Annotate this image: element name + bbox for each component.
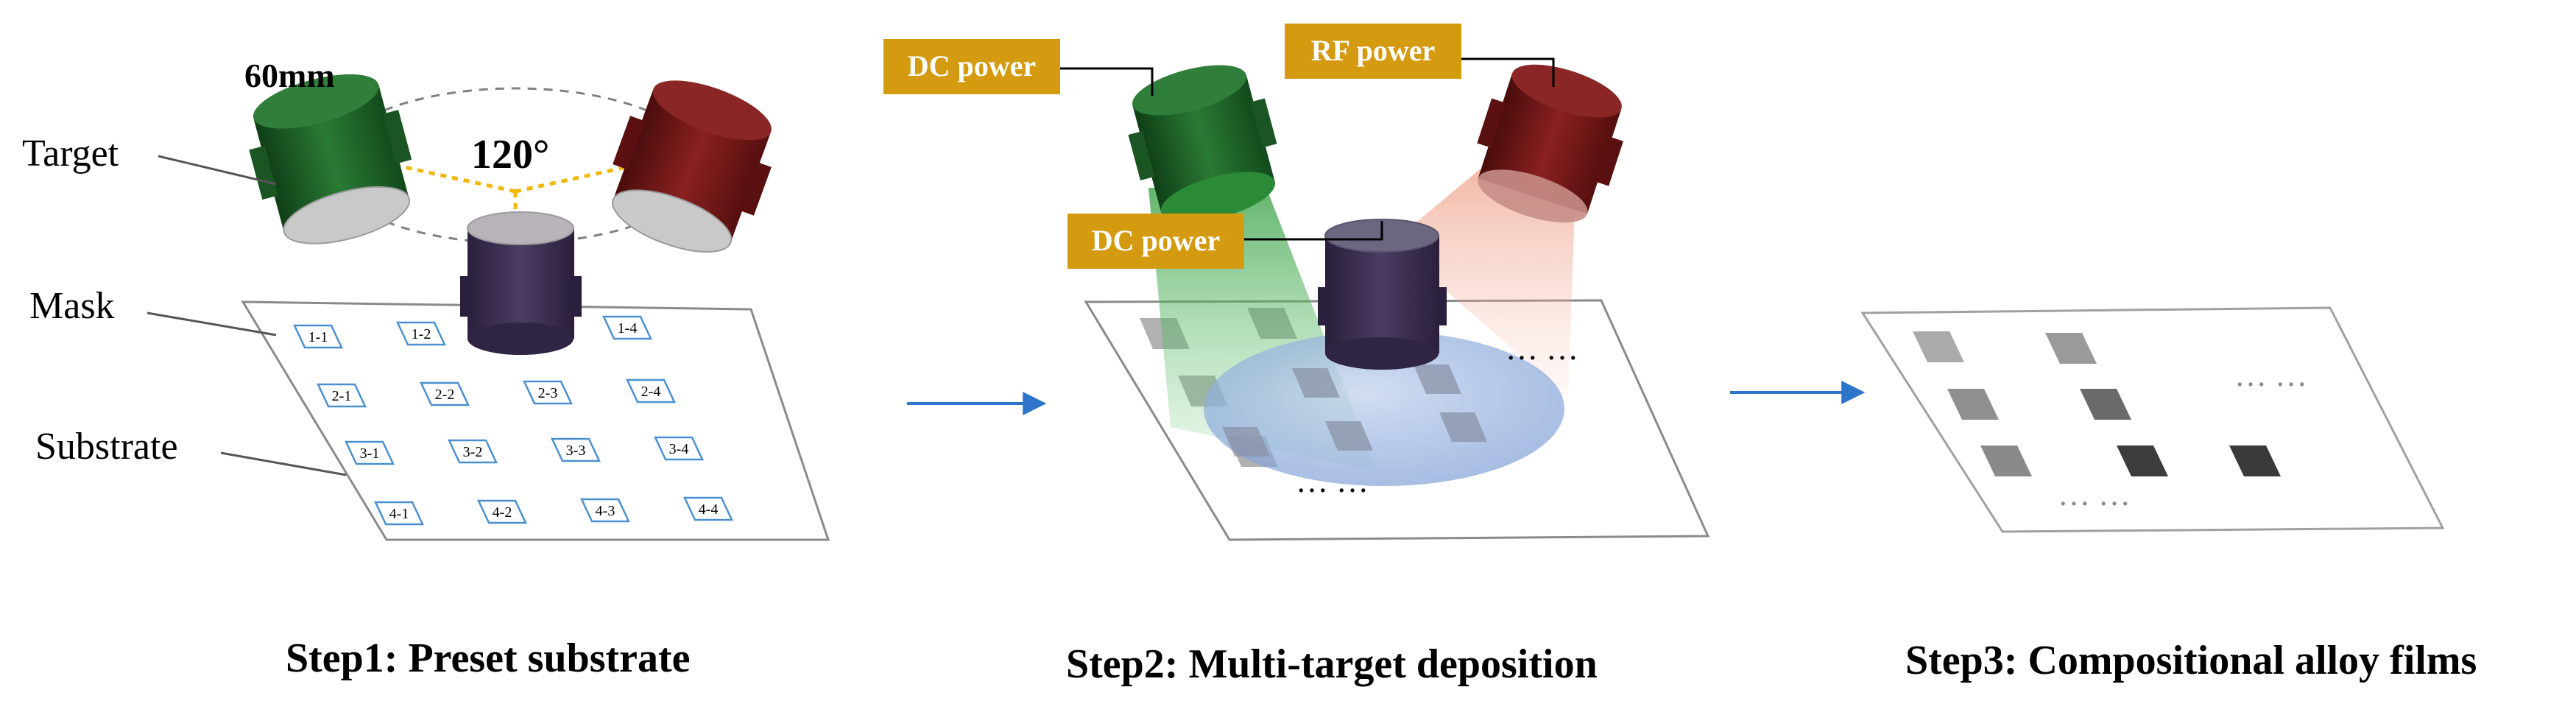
mask-cell-1-1 bbox=[293, 324, 343, 349]
step3-caption: Step3: Compositional alloy films bbox=[1905, 638, 2477, 683]
target-label: Target bbox=[22, 133, 119, 175]
mask-cell-2-3 bbox=[523, 380, 573, 405]
mask-cell-label-4-4: 4-4 bbox=[699, 501, 719, 518]
mask-cell-3-1 bbox=[345, 440, 395, 465]
substrate-leader bbox=[220, 451, 347, 476]
step3-ellipsis-right: … … bbox=[2234, 357, 2307, 393]
mask-cell-label-2-1: 2-1 bbox=[332, 388, 352, 404]
mask-cell-label-3-1: 3-1 bbox=[360, 445, 380, 462]
mask-cell-2-2 bbox=[420, 381, 470, 406]
substrate-label: Substrate bbox=[35, 426, 178, 468]
angle-label: 120° bbox=[471, 132, 549, 177]
mask-cell-label-4-3: 4-3 bbox=[596, 503, 615, 519]
mask-cell-4-3 bbox=[580, 498, 630, 523]
mask-cell-label-3-3: 3-3 bbox=[566, 443, 586, 459]
mask-cell-label-1-1: 1-1 bbox=[308, 329, 328, 345]
mask-cell-4-1 bbox=[374, 501, 424, 526]
step2-panel: DC power RF power DC power … … … … Step2… bbox=[883, 24, 1710, 687]
mask-cell-3-2 bbox=[448, 439, 498, 464]
mask-cell-label-4-2: 4-2 bbox=[493, 504, 512, 521]
mask-cell-label-1-4: 1-4 bbox=[618, 320, 638, 337]
step2-caption: Step2: Multi-target deposition bbox=[1066, 641, 1598, 687]
red-target bbox=[612, 80, 772, 253]
step1-caption: Step1: Preset substrate bbox=[286, 635, 691, 681]
mask-cell-label-1-2: 1-2 bbox=[412, 326, 431, 342]
mask-cell-label-2-2: 2-2 bbox=[435, 387, 455, 403]
step2-ellipsis-right: … … bbox=[1506, 331, 1578, 367]
mask-cell-2-1 bbox=[317, 383, 367, 408]
step3-films bbox=[1913, 331, 2281, 476]
dc-power-center-label: DC power bbox=[1092, 224, 1220, 257]
mask-cell-3-3 bbox=[551, 437, 601, 462]
mask-cell-label-2-3: 2-3 bbox=[538, 385, 558, 401]
mask-leader bbox=[147, 311, 277, 337]
mask-label: Mask bbox=[29, 285, 115, 327]
step2-red-target bbox=[1477, 64, 1623, 223]
dc-power-top-label: DC power bbox=[908, 49, 1036, 82]
dc-power-center-wire bbox=[1244, 221, 1383, 241]
mask-cell-4-2 bbox=[477, 499, 527, 524]
step2-squares-in-zone bbox=[1222, 364, 1487, 457]
mask-cell-label-3-4: 3-4 bbox=[669, 441, 689, 457]
mask-cell-label-2-4: 2-4 bbox=[641, 384, 661, 400]
mask-cell-3-4 bbox=[654, 436, 704, 461]
step2-green-target bbox=[1128, 65, 1277, 222]
size-label: 60mm bbox=[244, 57, 335, 94]
mask-cell-label-3-2: 3-2 bbox=[463, 444, 483, 460]
step3-panel: … … … … Step3: Compositional alloy films bbox=[1860, 306, 2477, 683]
step2-center-cylinder bbox=[1318, 219, 1447, 370]
target-leader bbox=[158, 155, 277, 186]
step2-ellipsis-bottom: … … bbox=[1296, 463, 1369, 499]
step3-ellipsis-bottom: … … bbox=[2058, 476, 2131, 513]
mask-cell-4-4 bbox=[683, 496, 733, 521]
mask-cell-2-4 bbox=[626, 378, 676, 404]
green-target bbox=[249, 74, 412, 244]
step1-panel: 1-11-21-31-42-12-22-32-43-13-23-33-44-14… bbox=[22, 57, 830, 681]
center-cylinder bbox=[460, 211, 582, 355]
rf-power-box: RF power bbox=[1285, 24, 1461, 79]
mask-cell-label-4-1: 4-1 bbox=[389, 506, 409, 522]
mask-cell-1-2 bbox=[396, 321, 446, 346]
red-beam bbox=[1391, 169, 1575, 398]
dc-power-center-box: DC power bbox=[1068, 214, 1244, 269]
rf-power-label: RF power bbox=[1311, 34, 1435, 67]
dc-power-top-wire bbox=[1060, 67, 1154, 96]
rf-power-wire bbox=[1461, 57, 1555, 87]
mask-cell-1-4 bbox=[602, 315, 652, 340]
dc-power-top-box: DC power bbox=[883, 39, 1060, 94]
